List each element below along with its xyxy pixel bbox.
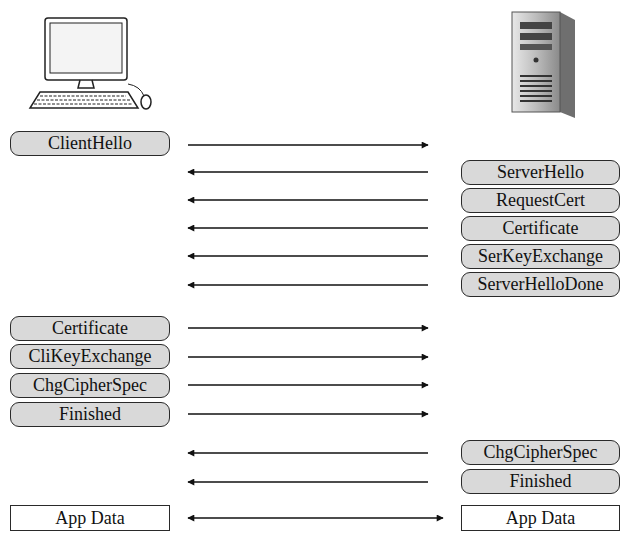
- message-arrow: [188, 452, 428, 453]
- mouse: [141, 95, 151, 109]
- message-box: SerKeyExchange: [461, 244, 620, 269]
- message-label: ChgCipherSpec: [27, 375, 153, 396]
- monitor-screen: [50, 23, 122, 73]
- keyboard: [30, 92, 138, 108]
- message-label: Finished: [53, 404, 127, 425]
- message-label: SerKeyExchange: [472, 246, 609, 267]
- monitor-stand: [78, 80, 94, 88]
- drive-bay: [520, 22, 552, 29]
- message-box: Certificate: [461, 216, 620, 241]
- message-arrow: [188, 171, 428, 172]
- message-label: CliKeyExchange: [23, 346, 158, 367]
- message-label: ClientHello: [42, 133, 138, 154]
- message-arrow: [188, 227, 428, 228]
- message-box: RequestCert: [461, 188, 620, 213]
- message-box: CliKeyExchange: [10, 344, 170, 369]
- message-arrow: [188, 356, 428, 357]
- tower-front: [512, 12, 560, 112]
- drive-bay: [520, 33, 552, 40]
- message-arrow: [188, 481, 428, 482]
- message-box: ChgCipherSpec: [461, 440, 620, 465]
- message-arrow: [188, 384, 428, 385]
- message-box: Finished: [10, 402, 170, 427]
- message-label: ChgCipherSpec: [478, 442, 604, 463]
- power-button: [534, 58, 539, 63]
- message-label: App Data: [500, 508, 581, 529]
- message-arrow: [188, 413, 428, 414]
- data-box: App Data: [461, 505, 620, 531]
- message-label: ServerHello: [491, 162, 590, 183]
- message-label: RequestCert: [490, 190, 591, 211]
- message-label: Certificate: [46, 318, 134, 339]
- vent-grille: [520, 76, 552, 101]
- message-label: Finished: [503, 471, 577, 492]
- message-box: ServerHelloDone: [461, 272, 620, 297]
- message-arrow: [188, 284, 428, 285]
- message-box: ClientHello: [10, 131, 170, 156]
- message-label: App Data: [49, 508, 130, 529]
- mouse-cable: [128, 84, 144, 96]
- message-label: Certificate: [497, 218, 585, 239]
- message-label: ServerHelloDone: [472, 274, 610, 295]
- message-box: ChgCipherSpec: [10, 373, 170, 398]
- message-box: ServerHello: [461, 160, 620, 185]
- drive-bay: [520, 44, 552, 50]
- client-computer: [30, 18, 151, 109]
- data-box: App Data: [10, 505, 170, 531]
- message-arrow: [188, 199, 428, 200]
- message-arrows: [188, 145, 428, 482]
- keyboard-keys: [34, 96, 133, 104]
- message-box: Certificate: [10, 316, 170, 341]
- data-arrow: [188, 517, 443, 518]
- message-arrow: [188, 144, 428, 145]
- message-arrow: [188, 327, 428, 328]
- monitor-frame: [45, 18, 127, 80]
- tower-side: [560, 12, 575, 118]
- message-box: Finished: [461, 469, 620, 494]
- server-tower: [512, 12, 575, 118]
- message-arrow: [188, 255, 428, 256]
